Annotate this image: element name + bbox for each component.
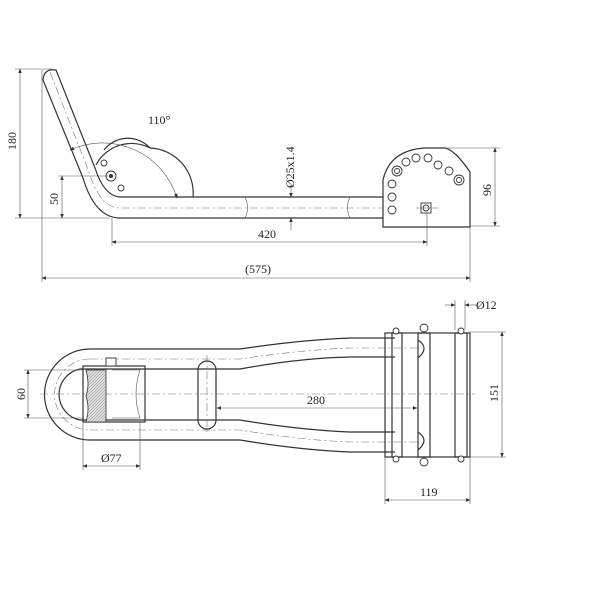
side-dimensions: 110° 180 50 Ø25x1.4 420 (575) 96 bbox=[5, 68, 500, 282]
bracket-plate bbox=[382, 147, 471, 228]
bracket-top bbox=[384, 323, 471, 467]
bracket-depth-label: 119 bbox=[420, 485, 438, 499]
tube-top bbox=[40, 337, 475, 453]
roller-diameter-label: Ø77 bbox=[101, 451, 122, 465]
top-view: Ø12 60 280 151 Ø77 119 bbox=[14, 298, 506, 504]
length-575-label: (575) bbox=[245, 262, 271, 276]
side-view: 110° 180 50 Ø25x1.4 420 (575) 96 bbox=[5, 68, 500, 282]
length-420-label: 420 bbox=[258, 227, 276, 241]
height-50-label: 50 bbox=[47, 193, 61, 205]
roller bbox=[82, 357, 146, 423]
length-280-label: 280 bbox=[307, 393, 325, 407]
top-dimensions: Ø12 60 280 151 Ø77 119 bbox=[14, 298, 506, 504]
roller-width-label: 60 bbox=[14, 388, 28, 400]
wheel bbox=[95, 137, 194, 198]
tube-side bbox=[42, 69, 383, 219]
bracket-width-label: 151 bbox=[487, 384, 501, 402]
angle-label: 110° bbox=[148, 113, 171, 127]
tube-spec-label: Ø25x1.4 bbox=[283, 146, 297, 188]
bracket-height-label: 96 bbox=[480, 184, 494, 196]
height-180-label: 180 bbox=[5, 132, 19, 150]
bolt-diameter-label: Ø12 bbox=[476, 298, 497, 312]
